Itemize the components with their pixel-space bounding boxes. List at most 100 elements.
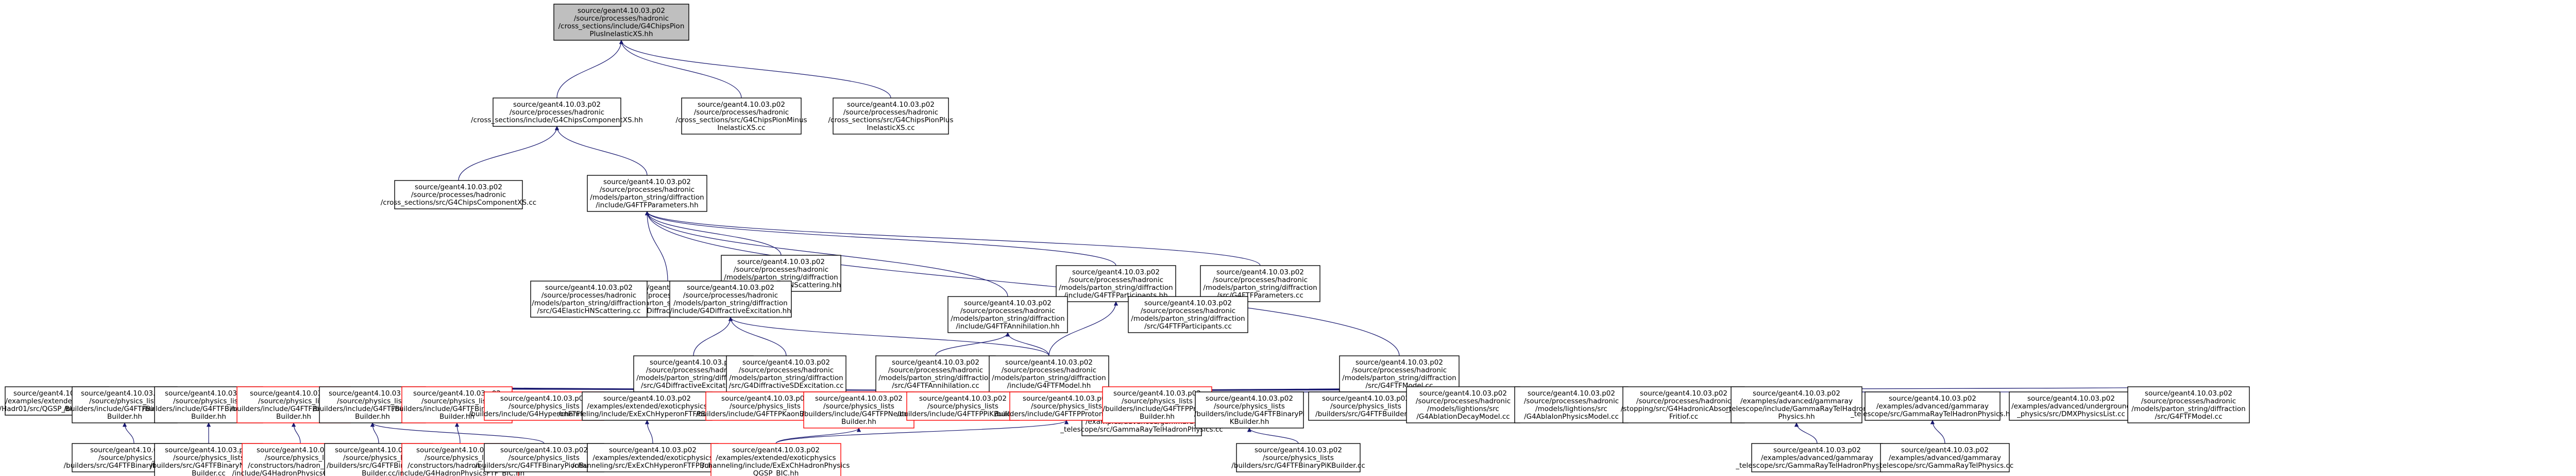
node-label-line: source/geant4.10.03.p02 [892, 358, 979, 367]
file-node-b8[interactable]: source/geant4.10.03.p02/examples/extende… [702, 443, 850, 476]
node-label-line: _telescope/include/GammaRayTelHadron [1725, 405, 1868, 413]
node-box [582, 391, 713, 421]
node-label-line: Builder.hh [439, 413, 474, 421]
node-box [1880, 443, 2010, 472]
file-node-annihilation-h[interactable]: source/geant4.10.03.p02/source/processes… [947, 296, 1068, 333]
node-label-line: /source/physics_lists [927, 402, 998, 411]
file-node-ftfmodel-h[interactable]: source/geant4.10.03.p02/source/processes… [989, 355, 1109, 392]
file-node-ftfparticipants-cc[interactable]: source/geant4.10.03.p02/source/processes… [1128, 296, 1248, 333]
node-label-line: source/geant4.10.03.p02 [964, 299, 1052, 307]
file-node-annihilation-cc[interactable]: source/geant4.10.03.p02/source/processes… [875, 355, 996, 392]
file-node-diffrExcit-h2[interactable]: source/geant4.10.03.p02/source/processes… [669, 281, 792, 318]
file-node-ftfparticipants-h[interactable]: source/geant4.10.03.p02/source/processes… [1056, 265, 1176, 302]
node-label-line: /include/G4FTFParameters.hh [596, 201, 698, 209]
file-node-l5-11[interactable]: source/geant4.10.03.p02/source/physics_l… [897, 391, 1029, 421]
node-box [1195, 391, 1304, 429]
node-label-line: Builder.cc [192, 469, 226, 476]
edge-diffrSD_cc-to-diffrExcit_h2 [728, 317, 787, 356]
node-label-line: /source/processes/hadronic [1141, 307, 1235, 315]
edge-b8-to-l5_10 [775, 428, 861, 444]
node-label-line: /models/parton_string/diffraction [951, 315, 1064, 323]
node-box [710, 443, 841, 476]
node-label-line: _telescope/src/GammaRayTelPhysics.cc [1876, 462, 2014, 470]
node-label-line: source/geant4.10.03.p02 [416, 446, 504, 454]
edge-pionMinus_cc-to-root [619, 40, 742, 99]
node-box [1865, 391, 2001, 421]
node-label-line: /models/parton_string/diffraction [1342, 374, 1456, 382]
edge-diffrExc_cc-to-diffrExcit_h2 [693, 317, 733, 356]
node-label-line: /models/parton_string/diffraction [590, 193, 704, 202]
file-node-l5-10[interactable]: source/geant4.10.03.p02/source/physics_l… [802, 391, 916, 429]
node-label-line: /source/processes/hadronic [646, 366, 741, 374]
node-label-line: /examples/advanced/gammaray [1889, 454, 2001, 462]
node-label-line: /models/lightions/src [1427, 405, 1499, 413]
file-node-b10[interactable]: source/geant4.10.03.p02/examples/advance… [1735, 443, 1899, 472]
file-node-diffrSD-cc[interactable]: source/geant4.10.03.p02/source/processes… [726, 355, 846, 392]
file-node-compXS-cc[interactable]: source/geant4.10.03.p02/source/processes… [381, 180, 536, 209]
node-label-line: /G4AblaIonPhysicsModel.cc [1524, 413, 1619, 421]
node-label-line: /source/processes/hadronic [2141, 397, 2236, 405]
node-label-line: source/geant4.10.03.p02 [500, 395, 588, 403]
node-label-line: source/geant4.10.03.p02 [847, 101, 935, 109]
node-box [803, 391, 914, 429]
node-label-line: /builders/include/G4FTFPNeutron [802, 410, 916, 418]
node-label-line: /models/parton_string/diffraction [1131, 315, 1245, 323]
file-node-l5-18[interactable]: source/geant4.10.03.p02/source/processes… [1621, 386, 1747, 423]
node-label-line: /models/parton_string/diffraction [724, 273, 838, 282]
node-label-line: /models/lightions/src [1535, 405, 1607, 413]
file-node-pionMinus-cc[interactable]: source/geant4.10.03.p02/source/processes… [675, 97, 807, 135]
file-node-ftfparams-h[interactable]: source/geant4.10.03.p02/source/processes… [587, 175, 707, 212]
node-label-line: /models/parton_string/diffraction [992, 374, 1106, 382]
edges-layer [57, 40, 2189, 444]
file-node-l5-22[interactable]: source/geant4.10.03.p02/source/processes… [2127, 386, 2250, 423]
node-label-line: Fritiof.cc [1669, 413, 1698, 421]
file-node-l5-13[interactable]: source/geant4.10.03.p02/source/physics_l… [1102, 386, 1212, 423]
node-box [2127, 386, 2250, 423]
file-node-b6[interactable]: source/geant4.10.03.p02/source/physics_l… [475, 443, 613, 472]
file-node-elastic-cc[interactable]: source/geant4.10.03.p02/source/processes… [530, 281, 648, 318]
node-label-line: /source/processes/hadronic [1524, 397, 1619, 405]
node-label-line: source/geant4.10.03.p02 [603, 395, 691, 403]
node-label-line: source/geant4.10.03.p02 [257, 446, 344, 454]
file-node-l5-17[interactable]: source/geant4.10.03.p02/source/processes… [1514, 386, 1629, 423]
node-label-line: source/geant4.10.03.p02 [500, 446, 588, 454]
edge-b10-to-l5_19 [1794, 422, 1818, 444]
node-box [1751, 443, 1883, 472]
node-label-line: /source/processes/hadronic [734, 266, 828, 274]
node-label-line: /channeling/src/ExExChHyperonFTFPBuilder… [572, 462, 733, 470]
node-label-line: /source/physics_lists [337, 397, 408, 405]
node-label-line: /source/processes/hadronic [843, 108, 938, 117]
file-node-b9[interactable]: source/geant4.10.03.p02/source/physics_l… [1231, 443, 1365, 472]
node-label-line: source/geant4.10.03.p02 [2027, 395, 2115, 403]
node-label-line: /G4AblationDecayModel.cc [1416, 413, 1510, 421]
node-label-line: /source/processes/hadronic [600, 186, 694, 194]
node-label-line: /cross_sections/src/G4ChipsPionMinus [675, 116, 807, 124]
file-node-l5-15[interactable]: source/geant4.10.03.p02/source/physics_l… [1308, 391, 1423, 421]
node-box [1514, 386, 1629, 423]
node-box [1056, 265, 1176, 302]
file-node-pionPlus-cc[interactable]: source/geant4.10.03.p02/source/processes… [828, 97, 954, 135]
node-label-line: PlusInelasticXS.hh [589, 30, 653, 38]
node-label-line: source/geant4.10.03.p02 [81, 389, 168, 398]
node-box [553, 4, 689, 41]
node-box [1236, 443, 1361, 472]
file-node-ftfmodel-src[interactable]: source/geant4.10.03.p02/source/processes… [1339, 355, 1460, 392]
file-node-l5-21[interactable]: source/geant4.10.03.p02/examples/advance… [2009, 391, 2133, 421]
file-node-l5-14[interactable]: source/geant4.10.03.p02/source/physics_l… [1194, 391, 1304, 429]
file-node-b7[interactable]: source/geant4.10.03.p02/examples/extende… [572, 443, 734, 472]
node-label-line: source/geant4.10.03.p02 [329, 389, 416, 398]
node-label-line: /builders/include/G4FTFPPiKBuilder.hh [897, 410, 1029, 418]
node-label-line: source/geant4.10.03.p02 [415, 183, 502, 191]
file-node-compXS-h[interactable]: source/geant4.10.03.p02/source/processes… [471, 97, 643, 127]
file-node-b11[interactable]: source/geant4.10.03.p02/examples/advance… [1876, 443, 2014, 472]
file-node-l5-20[interactable]: source/geant4.10.03.p02/examples/advance… [1850, 391, 2014, 421]
node-label-line: source/geant4.10.03.p02 [1023, 395, 1110, 403]
node-label-line: /source/physics_lists [265, 454, 336, 462]
node-label-line: /examples/advanced/gammaray [1740, 397, 1853, 405]
file-node-l5-7[interactable]: source/geant4.10.03.p02/source/physics_l… [469, 391, 619, 421]
file-node-l5-19[interactable]: source/geant4.10.03.p02/examples/advance… [1725, 386, 1868, 423]
file-node-l5-4[interactable]: source/geant4.10.03.p02/source/physics_l… [230, 386, 357, 423]
file-node-l5-8[interactable]: source/geant4.10.03.p02/examples/extende… [558, 391, 736, 421]
file-node-l5-16[interactable]: source/geant4.10.03.p02/source/processes… [1406, 386, 1520, 423]
